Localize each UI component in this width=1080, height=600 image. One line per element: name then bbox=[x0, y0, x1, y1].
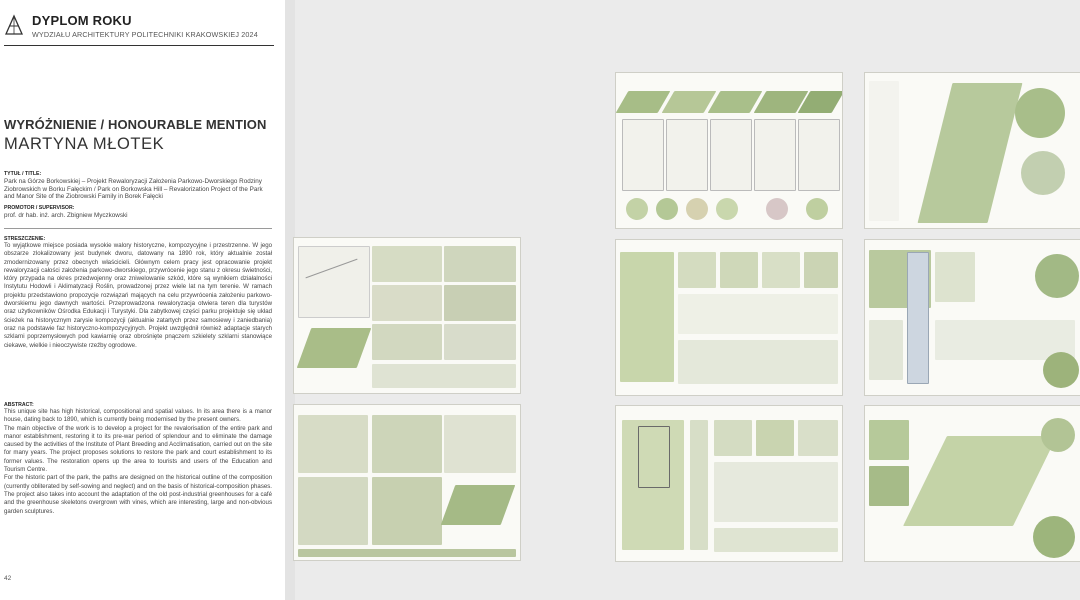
vegetation-icon bbox=[656, 198, 678, 220]
axonometric-model bbox=[440, 485, 516, 525]
award-heading: WYRÓŻNIENIE / HONOURABLE MENTION bbox=[4, 117, 267, 132]
board-maps-2 bbox=[293, 404, 521, 561]
historic-map bbox=[372, 415, 442, 473]
detail-view bbox=[762, 252, 800, 288]
section-strip bbox=[298, 549, 516, 557]
title-text: Park na Górze Borkowskiej – Projekt Rewa… bbox=[4, 178, 263, 201]
detail-photo bbox=[1021, 151, 1065, 195]
detail-photo bbox=[1041, 418, 1075, 452]
board-details bbox=[615, 239, 843, 396]
detail-view bbox=[869, 320, 903, 380]
phase-plan bbox=[622, 119, 664, 191]
abstract-label: ABSTRACT: bbox=[4, 402, 34, 408]
vegetation-icon bbox=[626, 198, 648, 220]
greenhouse-plan bbox=[907, 252, 929, 384]
park-plan bbox=[903, 436, 1057, 526]
board-phases bbox=[615, 72, 843, 229]
detail-view bbox=[714, 420, 752, 456]
promotor-label: PROMOTOR / SUPERVISOR: bbox=[4, 205, 75, 211]
section-drawing bbox=[678, 340, 838, 384]
board-plan bbox=[615, 405, 843, 562]
historic-map bbox=[372, 324, 442, 360]
historic-map bbox=[444, 285, 516, 321]
vegetation-icon bbox=[686, 198, 708, 220]
vegetation-icon bbox=[716, 198, 738, 220]
summary-text: To wyjątkowe miejsce posiada wysokie wal… bbox=[4, 242, 272, 349]
detail-view bbox=[756, 420, 794, 456]
promotor-text: prof. dr hab. inż. arch. Zbigniew Myczko… bbox=[4, 212, 128, 219]
page-header: DYPLOM ROKU WYDZIAŁU ARCHITEKTURY POLITE… bbox=[4, 12, 285, 46]
university-logo bbox=[4, 14, 24, 36]
phase-plan bbox=[798, 119, 840, 191]
path-outline bbox=[638, 426, 670, 488]
detail-view bbox=[798, 420, 838, 456]
photo-strip bbox=[714, 528, 838, 552]
historic-map bbox=[298, 477, 368, 545]
detail-view bbox=[804, 252, 838, 288]
visualisation bbox=[869, 466, 909, 506]
summary-label: STRESZCZENIE: bbox=[4, 236, 46, 242]
detail-view bbox=[720, 252, 758, 288]
section-divider bbox=[4, 228, 272, 229]
page-gutter bbox=[285, 0, 295, 600]
header-divider bbox=[4, 45, 274, 46]
header-title: DYPLOM ROKU bbox=[32, 13, 132, 28]
detail-photo bbox=[1015, 88, 1065, 138]
board-masterplan bbox=[864, 72, 1080, 229]
historic-map bbox=[444, 246, 516, 282]
plant-catalog bbox=[714, 462, 838, 522]
detail-view bbox=[935, 252, 975, 302]
phase-plan bbox=[754, 119, 796, 191]
historic-map bbox=[372, 477, 442, 545]
plant-catalog bbox=[678, 294, 838, 334]
historic-map bbox=[372, 246, 442, 282]
phase-plan bbox=[710, 119, 752, 191]
detail-photo bbox=[1035, 254, 1079, 298]
historic-map bbox=[298, 415, 368, 473]
board-visualisations bbox=[864, 405, 1080, 562]
abstract-paragraph: For the historic part of the park, the p… bbox=[4, 474, 272, 515]
detail-photo bbox=[1043, 352, 1079, 388]
abstract-paragraph: This unique site has high historical, co… bbox=[4, 408, 272, 424]
detail-view bbox=[678, 252, 716, 288]
board-greenhouses bbox=[864, 239, 1080, 396]
page-number: 42 bbox=[4, 575, 12, 582]
board-maps-1 bbox=[293, 237, 521, 394]
text-column bbox=[869, 81, 899, 221]
header-subtitle: WYDZIAŁU ARCHITEKTURY POLITECHNIKI KRAKO… bbox=[32, 30, 258, 39]
section-drawing bbox=[690, 420, 708, 550]
site-map bbox=[298, 246, 370, 318]
visualisation bbox=[869, 420, 909, 460]
detail-photo bbox=[1033, 516, 1075, 558]
historic-map bbox=[372, 285, 442, 321]
axonometric-model bbox=[296, 328, 372, 368]
abstract-text: This unique site has high historical, co… bbox=[4, 408, 272, 516]
historic-map bbox=[444, 415, 516, 473]
vegetation-icon bbox=[806, 198, 828, 220]
phase-plan bbox=[666, 119, 708, 191]
title-label: TYTUŁ / TITLE: bbox=[4, 171, 42, 177]
author-name: MARTYNA MŁOTEK bbox=[4, 135, 165, 153]
abstract-paragraph: The main objective of the work is to dev… bbox=[4, 424, 272, 474]
vegetation-icon bbox=[766, 198, 788, 220]
historic-map bbox=[444, 324, 516, 360]
text-page: DYPLOM ROKU WYDZIAŁU ARCHITEKTURY POLITE… bbox=[0, 0, 285, 600]
photo-strip bbox=[372, 364, 516, 388]
park-plan bbox=[620, 252, 674, 382]
park-plan bbox=[917, 83, 1023, 223]
park-plan bbox=[622, 420, 684, 550]
